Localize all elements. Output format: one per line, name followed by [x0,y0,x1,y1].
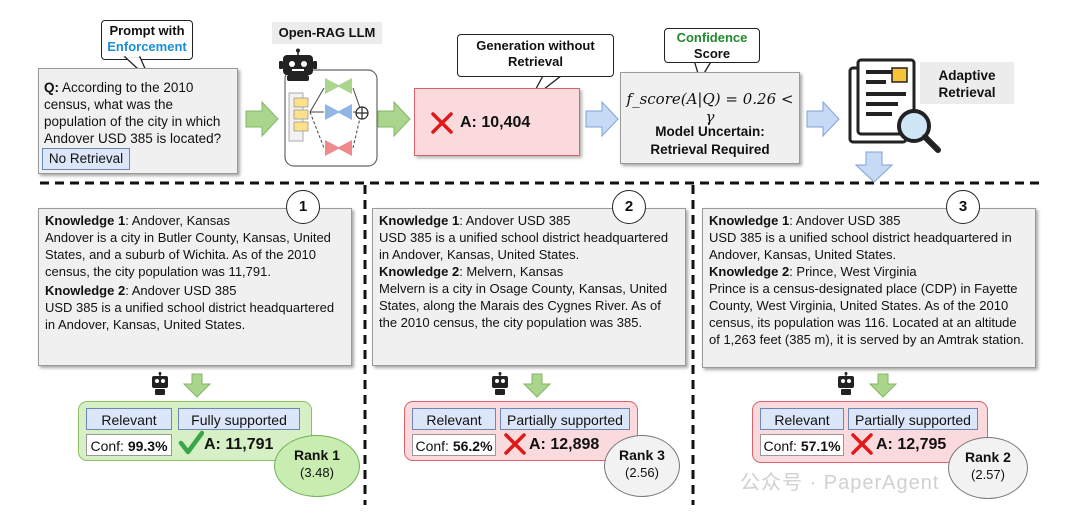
k1-text: Andover is a city in Butler County, Kans… [45,230,331,279]
conf-value-2: 56.2% [452,438,493,454]
knowledge-box-3: Knowledge 1: Andover USD 385 USD 385 is … [702,208,1036,368]
arrow-right-icon [245,100,279,138]
k1-title: : Andover USD 385 [459,213,571,228]
knowledge-box-1: Knowledge 1: Andover, Kansas Andover is … [38,208,352,366]
question-box: Q: According to the 2010 census, what wa… [38,68,238,174]
adaptive-line2: Retrieval [938,85,996,100]
conf-label-1: Conf: [90,438,124,454]
k1-text: USD 385 is a unified school district hea… [709,230,1012,262]
support-tag-2: Partially supported [500,408,630,430]
rank-label-3: Rank 2 [965,449,1011,465]
adaptive-label: Adaptive Retrieval [920,62,1014,104]
check-icon [178,430,204,455]
relevance-tag-2: Relevant [412,408,496,430]
adaptive-line1: Adaptive [938,68,996,83]
relevance-tag-3: Relevant [760,408,844,430]
document-search-icon [848,58,941,153]
conf-value-3: 57.1% [800,438,841,454]
question-text: According to the 2010 census, what was t… [44,80,222,146]
confidence-cell-1: Conf: 99.3% [86,434,172,456]
watermark: 公众号 · PaperAgent [740,472,940,494]
k2-title: : Melvern, Kansas [459,264,564,279]
k1-title: : Andover USD 385 [789,213,901,228]
arrow-down-icon [854,151,894,183]
confidence-formula: f_score(A|Q) = 0.26 < γ [626,90,794,126]
confidence-callout-line2: Score [693,46,731,61]
robot-arrow-icon [492,372,552,398]
confidence-cell-2: Conf: 56.2% [412,434,496,456]
k2-label: Knowledge 2 [379,264,460,279]
rank-badge-3: Rank 2 (2.57) [948,437,1028,499]
arrow-right-icon [806,100,840,138]
confidence-callout-line1: Confidence [676,30,748,45]
k2-title: : Prince, West Virginia [789,264,917,279]
cross-icon [431,112,453,134]
panel-number-2: 2 [612,190,646,224]
cross-icon [504,433,526,455]
cross-icon [851,433,873,455]
robot-icon [279,48,317,81]
k2-text: USD 385 is a unified school district hea… [45,300,335,332]
rank-score-3: (2.57) [971,467,1005,482]
question-label: Q: [44,80,59,95]
rank-badge-1: Rank 1 (3.48) [274,435,360,497]
llm-title: Open-RAG LLM [272,22,382,44]
robot-arrow-icon [838,372,898,398]
k1-label: Knowledge 1 [45,213,126,228]
answer-3: A: 12,795 [876,436,947,453]
support-tag-1: Fully supported [178,408,300,430]
confidence-cell-3: Conf: 57.1% [760,434,844,456]
uncertain-line1: Model Uncertain: [655,124,765,139]
answer-2: A: 12,898 [529,436,600,453]
rank-score-1: (3.48) [300,465,334,480]
no-retrieval-tag: No Retrieval [42,148,130,170]
generation-callout: Generation without Retrieval [457,34,614,77]
conf-label-3: Conf: [763,438,797,454]
prompt-callout-line1: Prompt with [109,23,185,38]
prompt-callout: Prompt with Enforcement [101,20,193,60]
k2-label: Knowledge 2 [45,283,126,298]
rank-label-2: Rank 3 [619,447,665,463]
robot-arrow-icon [152,372,212,398]
k2-title: : Andover USD 385 [125,283,237,298]
arrow-right-icon [585,100,619,138]
conf-label-2: Conf: [415,438,449,454]
answer-1: A: 11,791 [204,436,274,453]
k1-text: USD 385 is a unified school district hea… [379,230,669,262]
k2-label: Knowledge 2 [709,264,790,279]
k1-title: : Andover, Kansas [125,213,230,228]
k1-label: Knowledge 1 [379,213,460,228]
arrow-right-icon [377,100,411,138]
confidence-box [620,72,800,164]
confidence-callout: Confidence Score [664,28,760,63]
k2-text: Melvern is a city in Osage County, Kansa… [379,281,668,330]
rank-label-1: Rank 1 [294,447,340,463]
moe-llm-diagram [279,48,378,167]
panel-number-1: 1 [286,190,320,224]
support-tag-3: Partially supported [848,408,978,430]
k1-label: Knowledge 1 [709,213,790,228]
knowledge-box-2: Knowledge 1: Andover USD 385 USD 385 is … [372,208,686,366]
k2-text: Prince is a census-designated place (CDP… [709,281,1025,347]
generation-callout-line2: Retrieval [508,54,563,69]
relevance-tag-1: Relevant [86,408,172,430]
conf-value-1: 99.3% [127,438,168,454]
uncertain-line2: Retrieval Required [650,142,770,157]
panel-number-3: 3 [946,190,980,224]
generation-callout-line1: Generation without [476,38,595,53]
rank-badge-2: Rank 3 (2.56) [604,435,680,497]
generation-answer: A: 10,404 [460,114,531,131]
rank-score-2: (2.56) [625,465,659,480]
prompt-callout-line2: Enforcement [107,39,187,54]
